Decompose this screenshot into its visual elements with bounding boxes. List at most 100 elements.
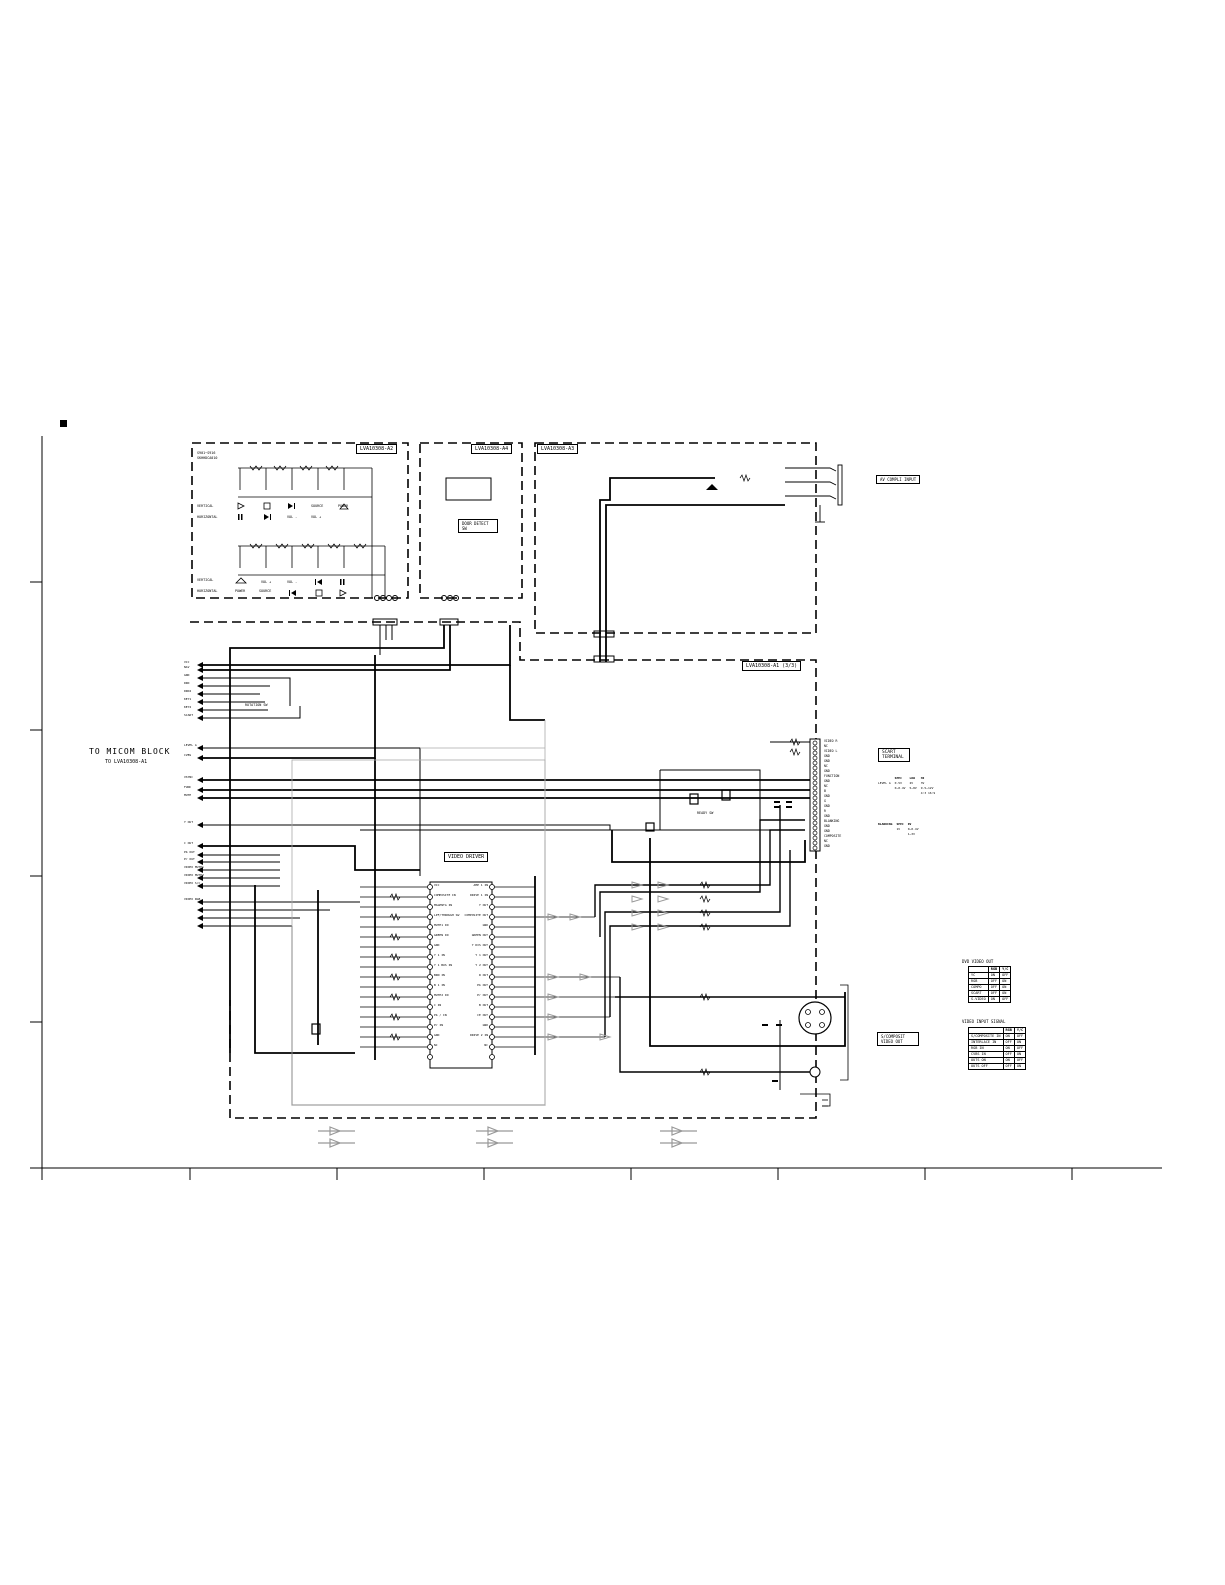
lower-vol-minus-label: VOL -: [287, 580, 298, 584]
table-cell: [876, 832, 894, 837]
ic-left-pin: Y 1 BUS IN: [434, 963, 453, 967]
upper-vol-plus-label: VOL +: [311, 515, 322, 519]
ic-right-pin: Pb OUT: [477, 983, 488, 987]
section-bullet: [60, 420, 67, 427]
micom-signal: CVBS: [184, 753, 192, 757]
lower-vol-plus-label: VOL +: [261, 580, 272, 584]
ic-left-pin: Y 1 IN: [434, 953, 445, 957]
table-cell: ON: [1013, 1063, 1027, 1070]
table-cell: OFF: [999, 996, 1012, 1003]
ic-left-pin: B 1 IN: [434, 983, 445, 987]
ic-left-pin: C IN: [434, 1003, 442, 1007]
micom-signal: VCC: [184, 660, 190, 664]
ic-left-pin: COMPOSITE IN: [434, 893, 456, 897]
scart-pin-15: R: [824, 809, 826, 813]
table-row: 1V 0~0.4V: [876, 827, 921, 832]
table-cell: 0~0.4V: [894, 786, 906, 790]
micom-signal: VIDEO MUTE2: [184, 873, 204, 877]
upper-power-label: POWER: [338, 504, 349, 508]
micom-signal: DRD2: [184, 689, 192, 693]
ic-right-pin: NC: [484, 1043, 488, 1047]
scart-pin-19: GND: [824, 829, 830, 833]
micom-signal: Pb OUT: [184, 850, 195, 854]
micom-signal: VIDEO RGB: [184, 897, 201, 901]
lower-source-label: SOURCE: [259, 589, 272, 593]
scart-terminal-label: SCART TERMINAL: [878, 748, 910, 762]
board-label-a4: LVA10308-A4: [471, 444, 513, 454]
scart-pin-14: GND: [824, 804, 830, 808]
scart-pin-22: GND: [824, 844, 830, 848]
scart-pin-6: NC: [824, 764, 828, 768]
scart-pin-13: G: [824, 799, 826, 803]
rotation-switch-label: ROTATION SW: [245, 703, 268, 707]
micom-block-subtitle: TO LVA10308-A1: [105, 759, 148, 765]
ic-right-pin: Y DIS OUT: [471, 943, 488, 947]
board-label-a2: LVA10308-A2: [356, 444, 398, 454]
micom-signal: DRD: [184, 681, 190, 685]
micom-signal: NAV: [184, 665, 190, 669]
scart-pin-12: GND: [824, 794, 830, 798]
ic-left-pin: Pb / IN: [434, 1013, 447, 1017]
ready-switch-label: READY SW: [697, 811, 714, 815]
ic-right-pin: GND: [482, 923, 488, 927]
ic-right-pin: COMPOSITE OUT: [464, 913, 488, 917]
table-header-cell: HI: [920, 776, 925, 780]
table-cell: 3V: [920, 781, 925, 785]
micom-signal: C OUT: [184, 841, 194, 845]
table-cell: 0~0.4V: [907, 827, 919, 831]
ic-right-pin: Y OUT: [478, 903, 488, 907]
ic-right-pin: Pr OUT: [477, 993, 488, 997]
lower-vertical-label: VERTICAL: [197, 578, 214, 582]
table-cell: [893, 791, 908, 796]
s-video-connector: [798, 1001, 832, 1035]
scart-pin-16: GND: [824, 814, 830, 818]
micom-signal: KEY1: [184, 697, 192, 701]
ic-right-pin: Y 2 OUT: [475, 963, 488, 967]
scart-pin-3: VIDEO L: [824, 749, 838, 753]
board-label-a1: LVA10308-A1 (3/3): [742, 661, 802, 671]
key-panel-header-2: SKHHDCA010: [197, 456, 218, 460]
ic-left-pin: Pr IN: [434, 1023, 444, 1027]
table-row: 4:3 16:9: [876, 791, 937, 796]
dvd-table-title: DVD VIDEO OUT: [962, 959, 994, 964]
table-header-cell: BLANKING: [878, 822, 893, 826]
micom-signal: GND: [184, 673, 190, 677]
table-cell: OUTS OFF: [968, 1063, 1004, 1070]
scart-pin-11: B: [824, 789, 826, 793]
ic-left-pin: BRN IN: [434, 973, 445, 977]
scart-pin-4: GND: [824, 754, 830, 758]
table-header-cell: 0V: [907, 822, 912, 826]
table-header-cell: SPEC: [894, 776, 902, 780]
table-header-cell: LOW: [909, 776, 915, 780]
micom-signal: Pr OUT: [184, 857, 195, 861]
table-cell: 1V: [896, 827, 901, 831]
ic-right-pin: GND: [482, 1023, 488, 1027]
upper-vol-minus-label: VOL -: [287, 515, 298, 519]
ic-left-pin: MAGENTA IN: [434, 903, 453, 907]
upper-horizontal-label: HORIZONTAL: [197, 515, 218, 519]
ic-right-pin: AMP 1 IN: [473, 883, 488, 887]
ic-left-pin: GND: [434, 1033, 440, 1037]
scart-pin-5: GND: [824, 759, 830, 763]
table-cell: 1~3V: [907, 832, 915, 836]
video-driver-label: VIDEO DRIVER: [444, 852, 489, 862]
av-input-label: AV COMPLI INPUT: [876, 475, 921, 484]
ic-right-pin: GREEN OUT: [471, 933, 488, 937]
scart-pin-20: COMPOSITE: [824, 834, 842, 838]
scart-pin-8: FUNCTION: [824, 774, 840, 778]
table-cell: [894, 832, 905, 837]
board-outline-a2: [191, 442, 409, 599]
ic-left-pin: GND: [434, 943, 440, 947]
ic-right-pin: DRIVE 1 IN: [469, 893, 488, 897]
table-cell: 2V: [909, 781, 914, 785]
table-cell: LEVEL A: [878, 781, 891, 785]
video-driver-ic: [429, 881, 493, 1069]
